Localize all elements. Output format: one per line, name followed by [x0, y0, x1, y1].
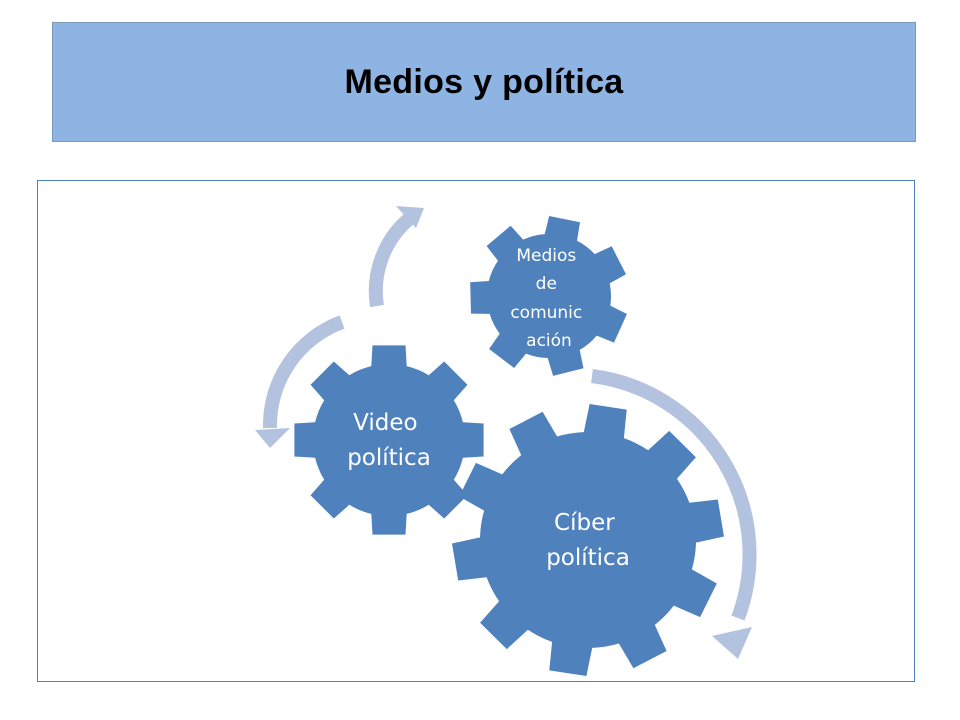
cycle-arrow-top-head: [396, 206, 424, 228]
label-medios-line-2: de: [536, 274, 557, 294]
arrows: [255, 206, 757, 659]
label-video-line-1: Video: [353, 410, 417, 436]
title-banner: Medios y política: [52, 22, 916, 142]
label-ciber-line-1: Cíber: [554, 510, 615, 536]
cycle-arrow-left-head: [255, 428, 290, 448]
label-medios: Medios de comunic ación: [510, 246, 587, 351]
gear-labels: Cíber política Video política Medios de …: [347, 246, 630, 571]
gear-ciber-politica: [452, 404, 724, 676]
label-medios-line-4: ación: [526, 331, 572, 351]
cycle-arrow-top: [368, 212, 415, 308]
label-ciber: Cíber política: [546, 510, 630, 571]
cycle-arrow-left: [262, 315, 345, 429]
label-video-line-2: política: [347, 445, 431, 471]
cycle-arrow-right-head: [712, 627, 752, 659]
label-medios-line-3: comunic: [510, 303, 582, 323]
cycle-arrow-right: [591, 369, 757, 621]
label-ciber-line-2: política: [546, 545, 630, 571]
gears: [294, 216, 724, 676]
gear-medios-de-comunicacion: [470, 216, 627, 376]
label-medios-line-1: Medios: [516, 246, 576, 266]
gear-video-politica: [294, 345, 484, 535]
slide-title: Medios y política: [344, 62, 624, 101]
label-video: Video política: [347, 410, 431, 471]
